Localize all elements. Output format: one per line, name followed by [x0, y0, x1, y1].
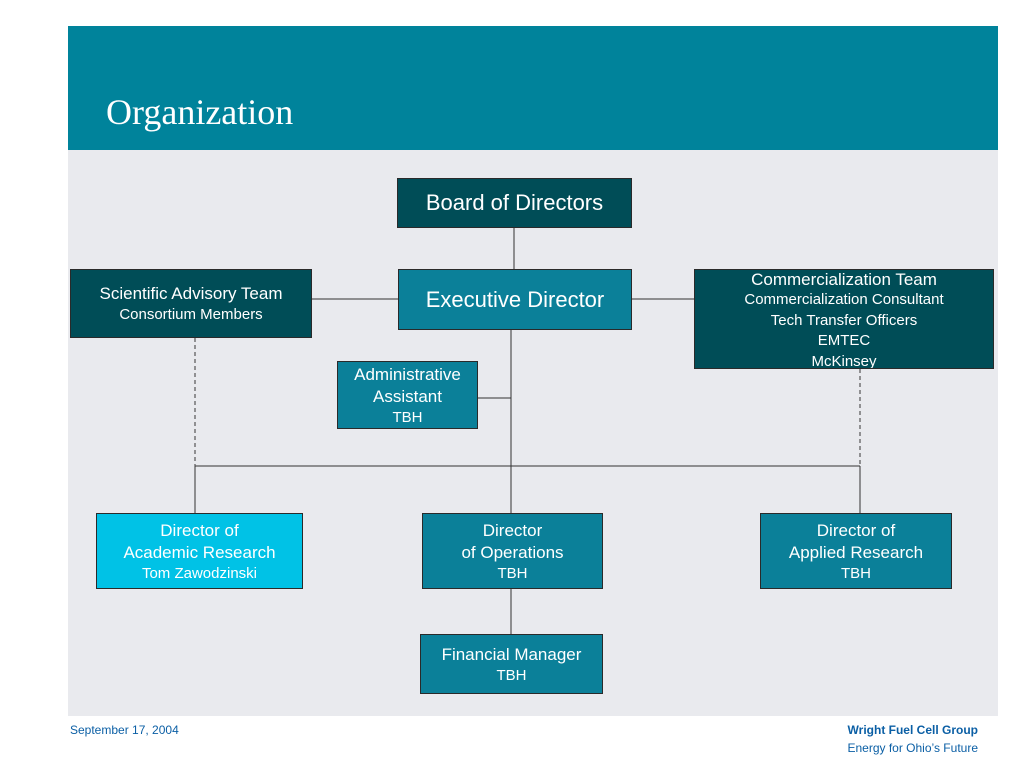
applied-label-line1: Director of — [816, 520, 896, 540]
financial-manager-sub: TBH — [496, 666, 527, 684]
footer-organization: Wright Fuel Cell Group Energy for Ohio’s… — [847, 721, 978, 757]
commercialization-member: Commercialization Consultant — [744, 291, 944, 308]
financial-manager-label: Financial Manager — [441, 644, 582, 664]
slide-title: Organization — [106, 92, 294, 132]
scientific-team-sub: Consortium Members — [119, 306, 263, 323]
title-bar: Organization — [68, 26, 998, 150]
operations-label-line1: Director — [482, 520, 543, 540]
footer-date: September 17, 2004 — [70, 723, 179, 737]
executive-director-box: Executive Director — [398, 269, 632, 330]
applied-label-line2: Applied Research — [788, 542, 924, 562]
scientific-advisory-team-box: Scientific Advisory Team Consortium Memb… — [70, 269, 312, 338]
academic-research-director-box: Director of Academic Research Tom Zawodz… — [96, 513, 303, 589]
commercialization-member: Tech Transfer Officers — [770, 311, 918, 329]
operations-label-line2: of Operations — [461, 542, 564, 562]
applied-sub: TBH — [841, 564, 871, 582]
financial-manager-box: Financial Manager TBH — [420, 634, 603, 694]
commercialization-member: EMTEC — [817, 332, 871, 349]
scientific-team-label: Scientific Advisory Team — [99, 284, 283, 303]
footer-org-name: Wright Fuel Cell Group — [847, 723, 978, 737]
org-chart-panel — [68, 150, 998, 716]
academic-label-line1: Director of — [160, 520, 239, 540]
commercialization-team-box: Commercialization Team Commercialization… — [694, 269, 994, 369]
executive-label: Executive Director — [425, 286, 605, 312]
administrative-assistant-box: Administrative Assistant TBH — [337, 361, 478, 429]
operations-director-box: Director of Operations TBH — [422, 513, 603, 589]
commercialization-team-label: Commercialization Team — [751, 270, 937, 289]
admin-assistant-sub: TBH — [392, 408, 423, 426]
applied-research-director-box: Director of Applied Research TBH — [760, 513, 952, 589]
board-of-directors-box: Board of Directors — [397, 178, 632, 228]
admin-assistant-label-line2: Assistant — [373, 386, 442, 406]
board-label: Board of Directors — [425, 190, 604, 215]
operations-sub: TBH — [497, 564, 528, 582]
footer-tagline: Energy for Ohio’s Future — [847, 741, 978, 755]
commercialization-member: McKinsey — [811, 352, 877, 369]
academic-director-name: Tom Zawodzinski — [141, 564, 258, 582]
academic-label-line2: Academic Research — [123, 542, 276, 562]
admin-assistant-label-line1: Administrative — [354, 364, 461, 384]
